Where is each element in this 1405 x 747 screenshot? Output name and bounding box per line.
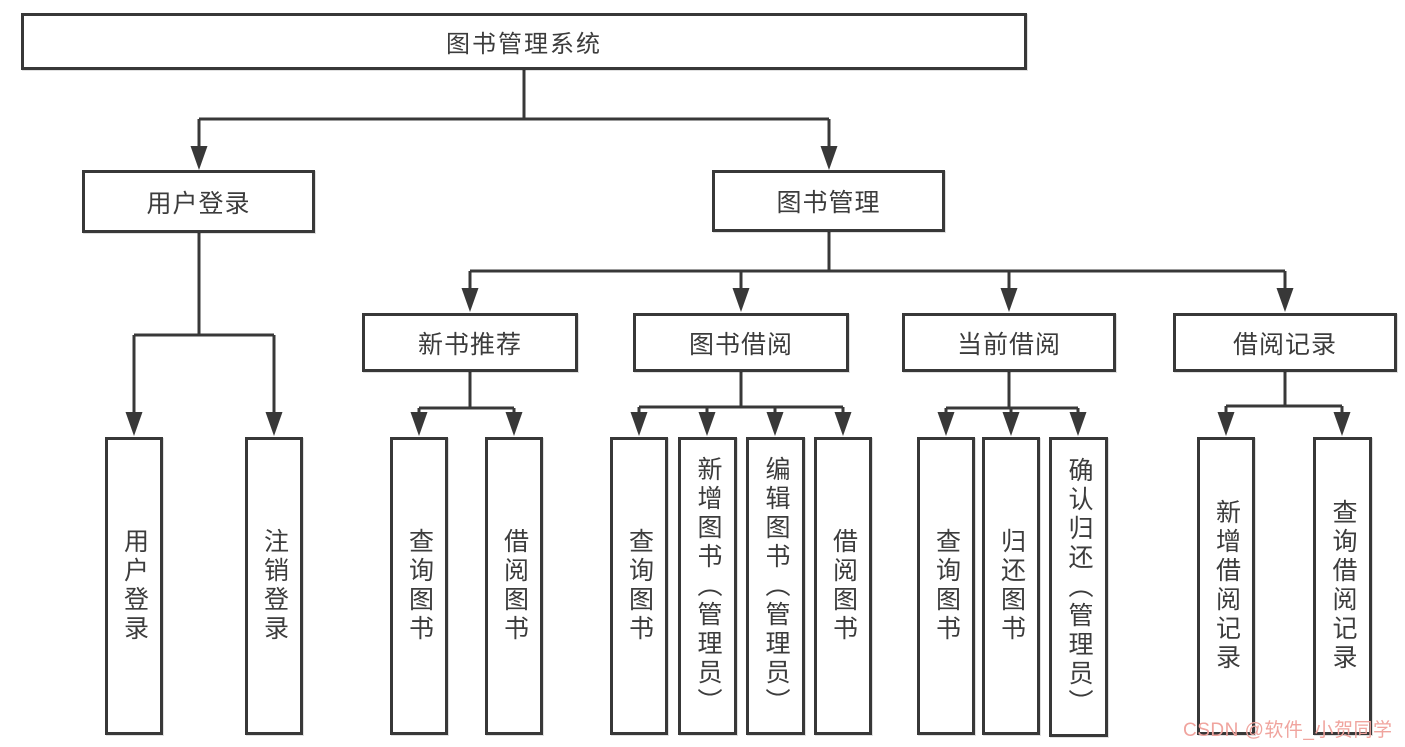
arrowhead-icon bbox=[125, 412, 143, 436]
arrowhead-icon bbox=[937, 412, 955, 436]
arrowhead-icon bbox=[766, 412, 784, 436]
node-label: 确认归还（管理员） bbox=[1065, 456, 1093, 718]
arrowhead-icon bbox=[732, 288, 750, 312]
node-user-login-leaf: 用户登录 bbox=[105, 437, 163, 735]
node-label: 借阅记录 bbox=[1232, 330, 1337, 359]
node-label: 查询图书 bbox=[625, 528, 654, 644]
node-borrowing-edit-book: 编辑图书（管理员） bbox=[746, 437, 805, 735]
node-label: 图书借阅 bbox=[688, 330, 793, 359]
node-label: 查询借阅记录 bbox=[1329, 499, 1357, 673]
node-borrowing-records: 借阅记录 bbox=[1173, 313, 1397, 372]
node-user-login: 用户登录 bbox=[82, 170, 315, 233]
connector-root-to-level2 bbox=[197, 70, 831, 150]
node-label: 借阅图书 bbox=[500, 528, 529, 644]
arrowhead-icon bbox=[630, 412, 648, 436]
arrowhead-icon bbox=[1069, 412, 1087, 436]
arrowhead-icon bbox=[1000, 288, 1018, 312]
node-book-management: 图书管理 bbox=[712, 170, 945, 232]
node-borrowing-borrow-book: 借阅图书 bbox=[814, 437, 872, 735]
node-current-query-book: 查询图书 bbox=[917, 437, 975, 735]
node-root: 图书管理系统 bbox=[21, 13, 1027, 70]
arrowhead-icon bbox=[834, 412, 852, 436]
arrowhead-icon bbox=[1217, 412, 1235, 436]
node-label: 编辑图书（管理员） bbox=[762, 455, 790, 717]
connector-book-borrowing-children bbox=[637, 372, 845, 416]
node-label: 注销登录 bbox=[260, 528, 289, 644]
node-logout-leaf: 注销登录 bbox=[245, 437, 303, 735]
node-records-query-record: 查询借阅记录 bbox=[1313, 437, 1372, 735]
node-label: 借阅图书 bbox=[829, 528, 858, 644]
node-borrowing-add-book: 新增图书（管理员） bbox=[678, 437, 737, 735]
connector-current-borrowing-children bbox=[944, 372, 1080, 416]
arrowhead-icon bbox=[820, 146, 838, 170]
node-recommend-borrow-book: 借阅图书 bbox=[485, 437, 543, 735]
node-label: 用户登录 bbox=[146, 189, 251, 218]
connector-book-management-children bbox=[468, 232, 1287, 292]
node-borrowing-query-book: 查询图书 bbox=[610, 437, 668, 735]
arrowhead-icon bbox=[505, 412, 523, 436]
node-label: 用户登录 bbox=[120, 528, 149, 644]
node-label: 图书管理 bbox=[776, 189, 881, 217]
arrowhead-icon bbox=[410, 412, 428, 436]
node-book-borrowing: 图书借阅 bbox=[633, 313, 849, 372]
arrowhead-icon bbox=[1002, 412, 1020, 436]
connector-new-book-recommend-children bbox=[417, 372, 516, 416]
connector-borrowing-records-children bbox=[1224, 372, 1344, 416]
watermark: CSDN @软件_小贺同学 bbox=[1183, 720, 1393, 741]
arrowhead-icon bbox=[1333, 412, 1351, 436]
node-label: 新增借阅记录 bbox=[1212, 499, 1241, 673]
connector-user-login-children bbox=[132, 233, 276, 416]
arrowhead-icon bbox=[461, 288, 479, 312]
node-label: 归还图书 bbox=[997, 528, 1026, 644]
arrowhead-icon bbox=[1276, 288, 1294, 312]
arrowhead-icon bbox=[265, 412, 283, 436]
node-label: 新增图书（管理员） bbox=[694, 455, 722, 717]
node-recommend-query-book: 查询图书 bbox=[390, 437, 448, 735]
node-label: 当前借阅 bbox=[956, 330, 1061, 359]
node-current-return-book: 归还图书 bbox=[982, 437, 1040, 735]
node-label: 图书管理系统 bbox=[446, 31, 602, 58]
arrowhead-icon bbox=[698, 412, 716, 436]
node-label: 查询图书 bbox=[932, 528, 961, 644]
node-new-book-recommend: 新书推荐 bbox=[362, 313, 578, 372]
arrowhead-icon bbox=[190, 146, 208, 170]
node-current-borrowing: 当前借阅 bbox=[902, 313, 1116, 372]
node-records-add-record: 新增借阅记录 bbox=[1197, 437, 1255, 735]
node-label: 新书推荐 bbox=[417, 330, 522, 359]
node-label: 查询图书 bbox=[405, 528, 434, 644]
node-current-confirm-return: 确认归还（管理员） bbox=[1049, 437, 1108, 737]
